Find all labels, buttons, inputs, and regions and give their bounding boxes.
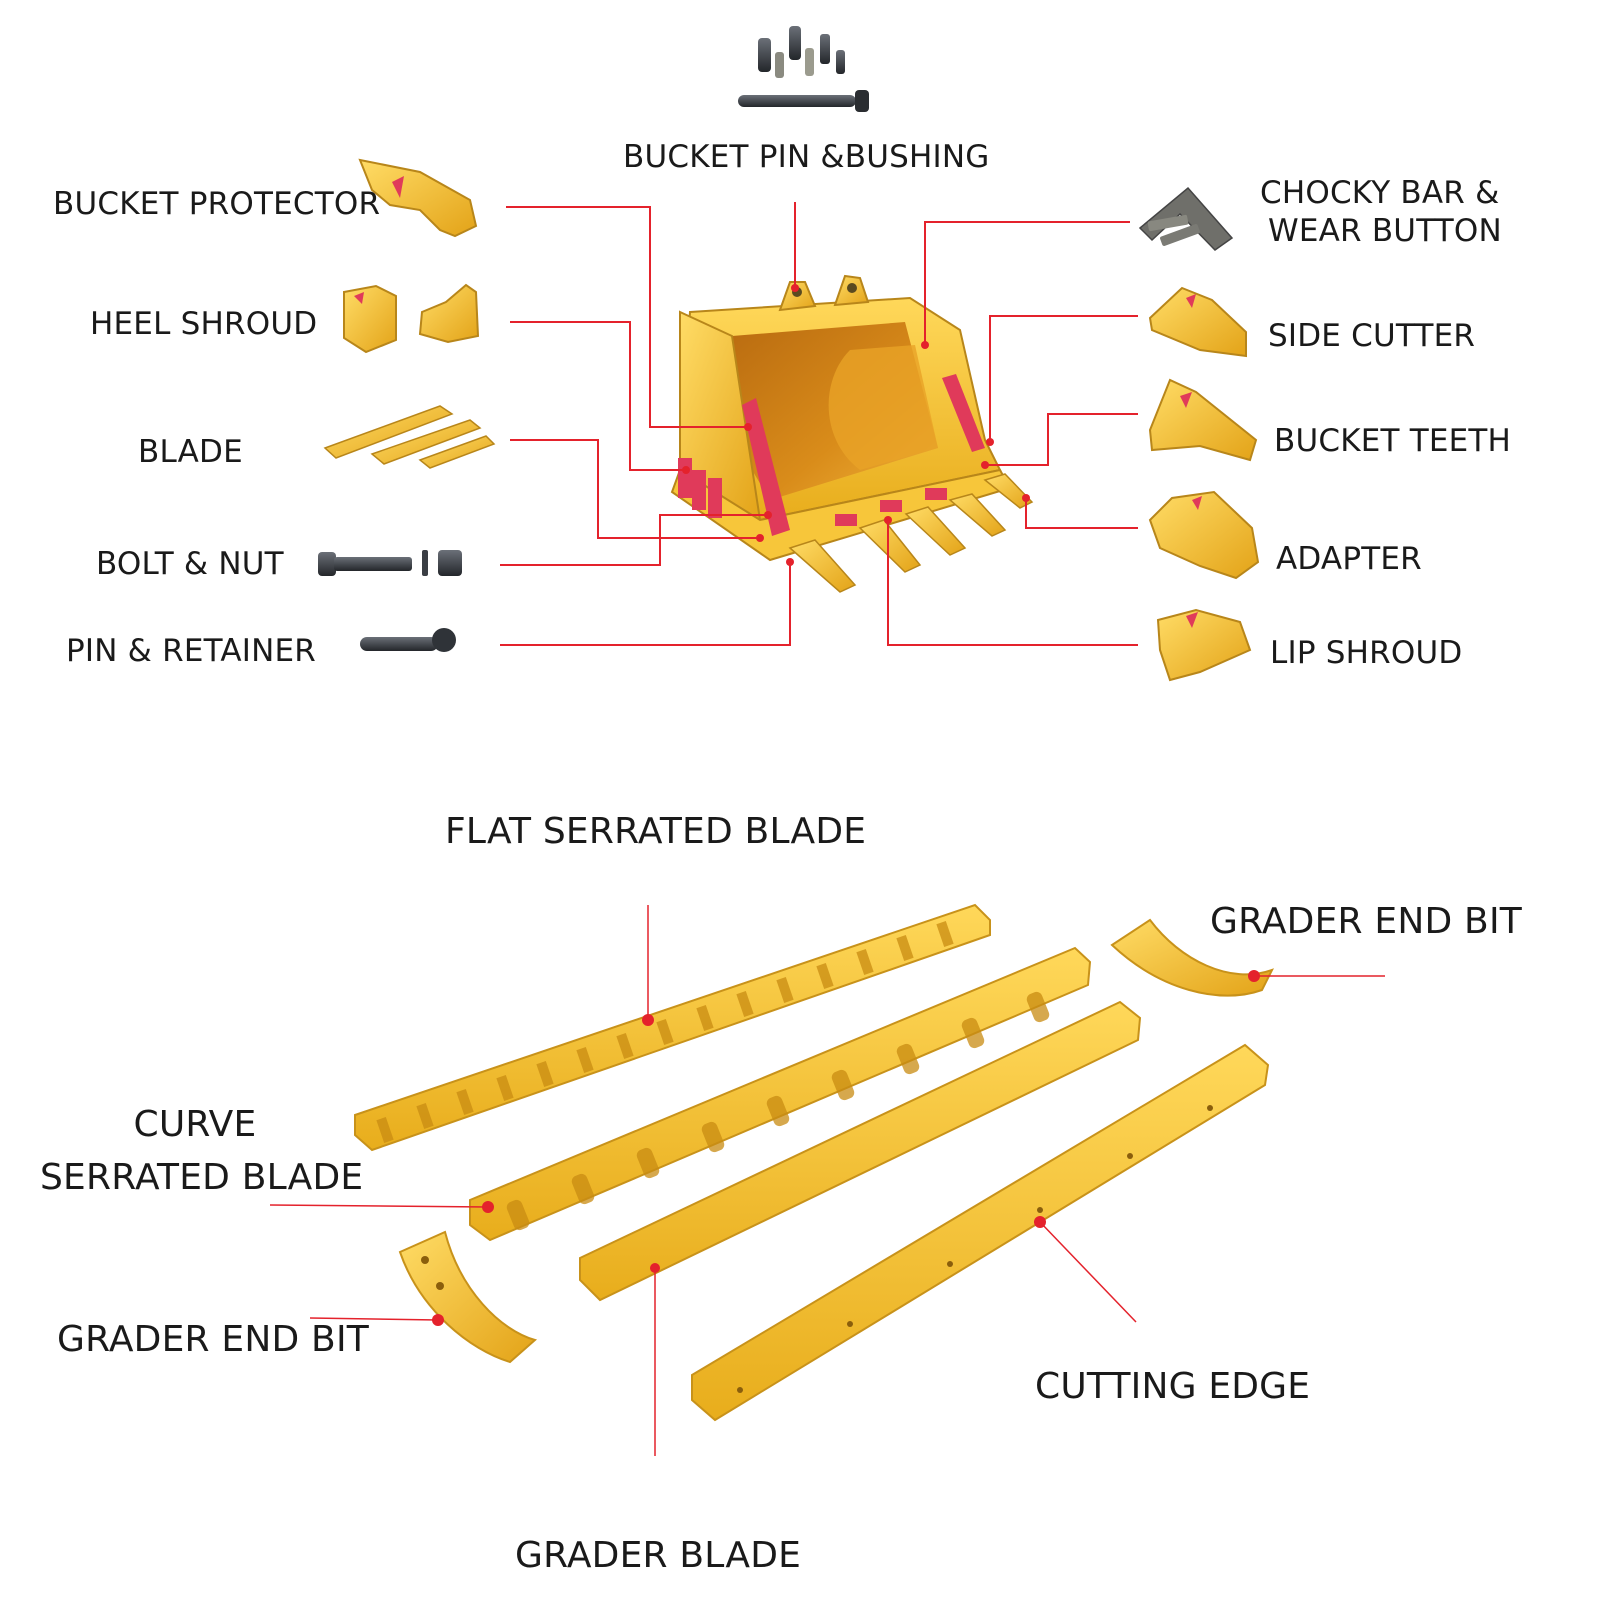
label-cutting-edge: CUTTING EDGE [1035,1366,1311,1407]
label-serrated-blade-line2: SERRATED BLADE [40,1157,364,1198]
adapter-icon [1148,490,1260,580]
lip-shroud-icon [1156,608,1252,682]
label-bucket-teeth: BUCKET TEETH [1274,423,1512,459]
label-grader-blade: GRADER BLADE [515,1535,802,1576]
pin-bushing-icon [738,26,869,112]
cutting-edge-illustration [691,1043,1270,1422]
leader-dots-bottom [432,970,1260,1326]
label-grader-end-bit-left: GRADER END BIT [57,1319,369,1360]
label-chocky-bar-line1: CHOCKY BAR & [1260,175,1500,211]
heel-shroud-icon [343,283,480,354]
chocky-bar-wear-button-icon [1138,186,1234,251]
excavator-bucket-illustration [670,274,1034,593]
grader-blade-illustration [579,1000,1142,1302]
label-side-cutter: SIDE CUTTER [1268,318,1476,354]
leader-dots-top [682,284,1030,566]
label-blade: BLADE [138,434,243,470]
label-bucket-pin-bushing: BUCKET PIN &BUSHING [623,139,990,175]
label-pin-retainer: PIN & RETAINER [66,633,317,669]
bolt-nut-icon [318,550,462,576]
grader-end-bit-left-illustration [398,1230,538,1364]
label-lip-shroud: LIP SHROUD [1270,635,1463,671]
label-heel-shroud: HEEL SHROUD [90,306,318,342]
label-adapter: ADAPTER [1276,541,1422,577]
label-bolt-nut: BOLT & NUT [96,546,284,582]
grader-end-bit-right-illustration [1110,918,1275,997]
label-grader-end-bit-right: GRADER END BIT [1210,901,1522,942]
leader-lines-top [500,202,1138,646]
curve-serrated-blade-illustration [469,946,1092,1242]
side-cutter-icon [1148,286,1247,358]
leader-lines-bottom [269,905,1385,1456]
flat-serrated-blade-illustration [354,903,991,1152]
blade-set-icon [323,405,496,469]
label-wear-button-line2: WEAR BUTTON [1268,213,1502,249]
label-curve-line1: CURVE [133,1104,257,1145]
bucket-teeth-icon [1148,378,1258,462]
pin-retainer-icon [360,628,456,652]
bucket-protector-icon [358,158,478,238]
label-flat-serrated-blade: FLAT SERRATED BLADE [445,811,867,852]
label-bucket-protector: BUCKET PROTECTOR [53,186,381,222]
